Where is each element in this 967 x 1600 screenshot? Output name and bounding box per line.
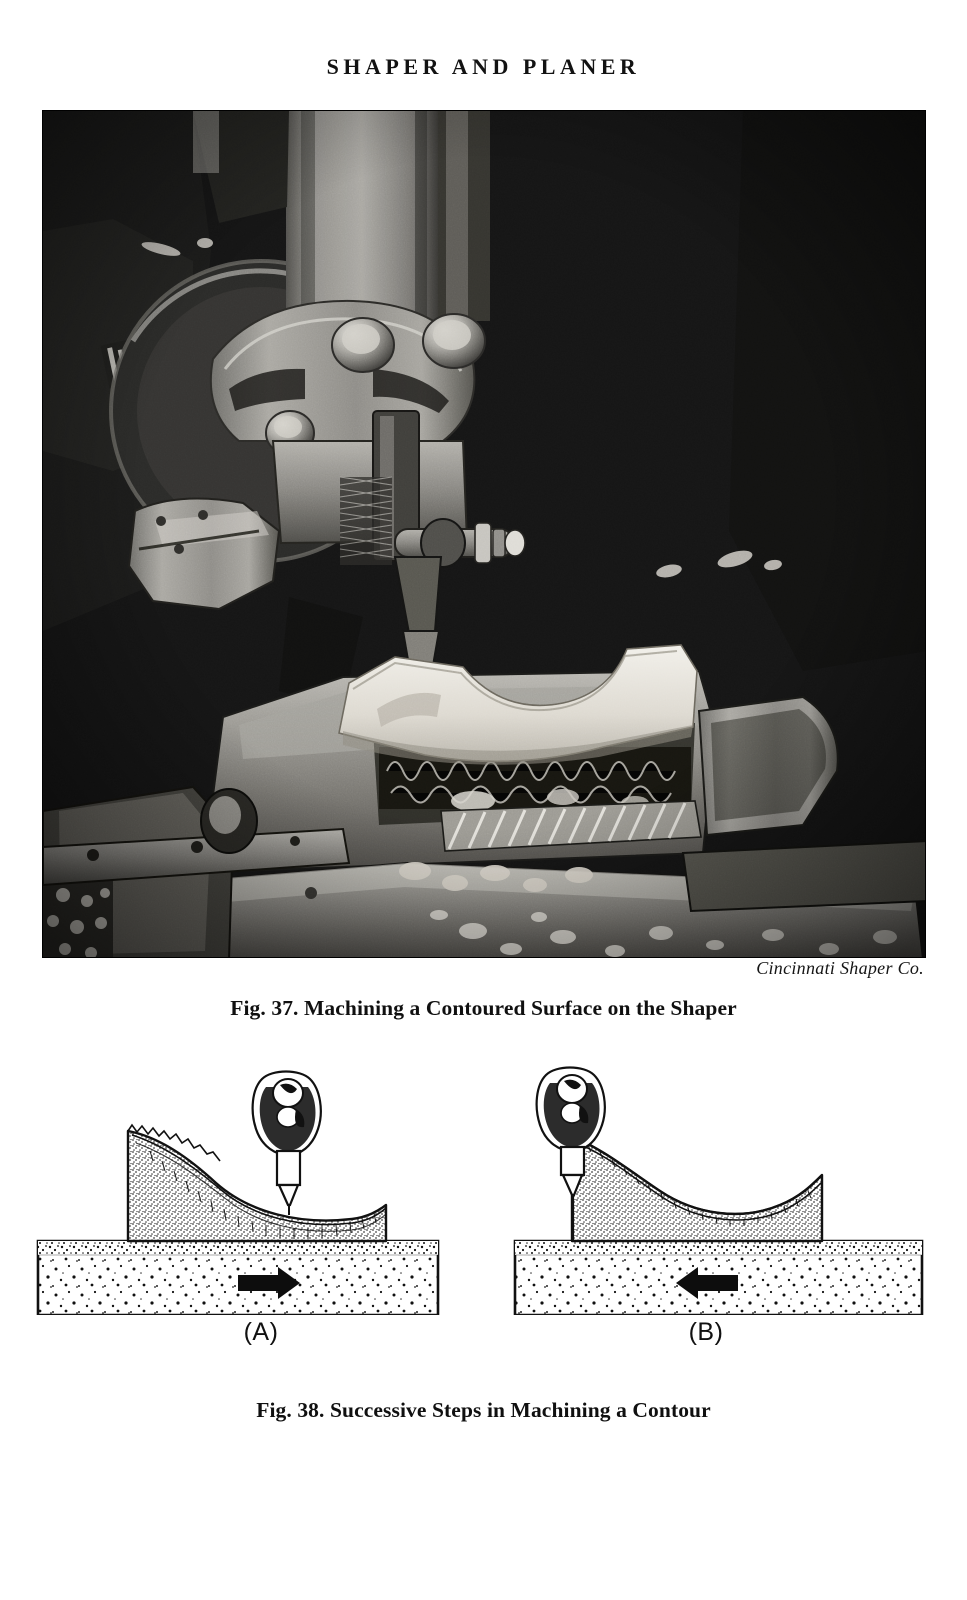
page-running-head: SHAPER AND PLANER [326, 54, 641, 79]
figure-37-credit: Cincinnati Shaper Co. [756, 958, 924, 978]
panel-a-cutting-tool [251, 1070, 322, 1215]
panel-label-b: (B) [688, 1318, 724, 1346]
panel-b-feed-arrow-left [676, 1267, 738, 1299]
figure-37 [42, 110, 926, 958]
panel-label-a: (A) [243, 1318, 279, 1346]
diagram-panel-b [513, 1066, 924, 1315]
figure-37-caption: Fig. 37. Machining a Contoured Surface o… [230, 996, 737, 1020]
panel-a-rough-surface [127, 1123, 221, 1162]
figure-38 [0, 1055, 967, 1315]
panel-a-workpiece [126, 1123, 388, 1243]
panel-a-feed-arrow-right [238, 1267, 300, 1299]
figure-38-caption: Fig. 38. Successive Steps in Machining a… [256, 1398, 711, 1422]
panel-b-workpiece [570, 1135, 824, 1243]
panel-b-cutting-tool [535, 1066, 606, 1241]
diagram-panel-a [36, 1070, 440, 1315]
figure-37-photograph [42, 110, 926, 958]
figure-38-panel-labels: (A) (B) [0, 1318, 967, 1352]
